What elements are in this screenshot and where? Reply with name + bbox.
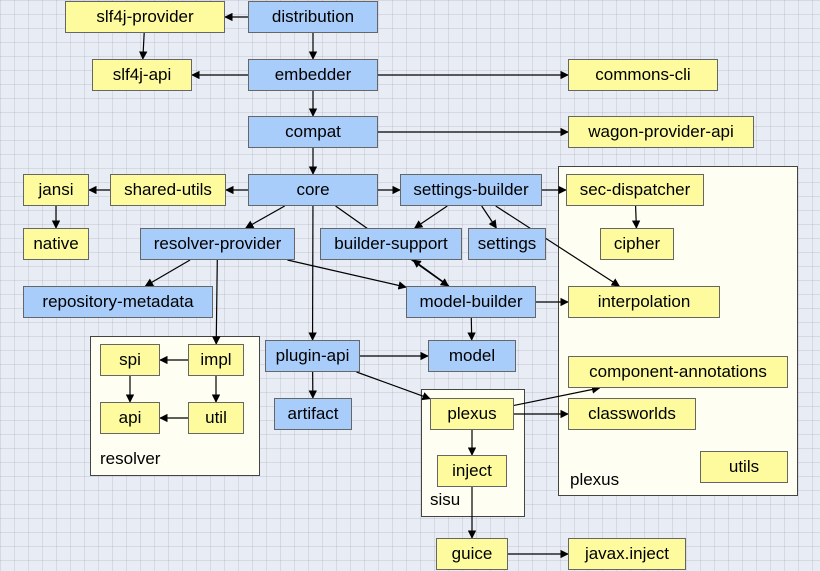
edge-settings_builder-to-builder_support — [414, 205, 448, 229]
node-util[interactable]: util — [188, 402, 244, 434]
node-model-builder[interactable]: model-builder — [406, 286, 536, 318]
node-sec-dispatcher[interactable]: sec-dispatcher — [566, 174, 704, 206]
node-wagon-provider-api[interactable]: wagon-provider-api — [568, 116, 754, 148]
node-plugin-api[interactable]: plugin-api — [265, 340, 360, 372]
node-classworlds[interactable]: classworlds — [568, 398, 696, 430]
node-utils[interactable]: utils — [700, 451, 788, 483]
node-impl[interactable]: impl — [188, 344, 244, 376]
node-commons-cli[interactable]: commons-cli — [568, 59, 718, 91]
node-repository-metadata[interactable]: repository-metadata — [23, 286, 213, 318]
group-plexus: plexus — [558, 166, 798, 496]
node-plexus[interactable]: plexus — [430, 398, 514, 430]
node-embedder[interactable]: embedder — [248, 59, 378, 91]
edge-resolver_provider-to-repository_metadata — [144, 259, 191, 287]
node-native[interactable]: native — [23, 228, 89, 260]
edge-plugin_api-to-plexus_node — [356, 371, 431, 401]
node-shared-utils[interactable]: shared-utils — [110, 174, 226, 206]
node-inject[interactable]: inject — [437, 455, 507, 487]
node-model[interactable]: model — [428, 340, 516, 372]
node-javax-inject[interactable]: javax.inject — [568, 538, 686, 570]
node-slf4j-provider[interactable]: slf4j-provider — [65, 1, 225, 33]
node-cipher[interactable]: cipher — [600, 228, 674, 260]
node-compat[interactable]: compat — [248, 116, 378, 148]
edge-settings_builder-to-settings — [481, 205, 497, 229]
edge-slf4j_provider-to-slf4j_api — [139, 32, 148, 60]
edge-model_builder-to-builder_support — [412, 259, 450, 287]
edge-resolver_provider-to-model_builder — [287, 259, 407, 290]
node-artifact[interactable]: artifact — [274, 398, 352, 430]
node-jansi[interactable]: jansi — [23, 174, 89, 206]
node-slf4j-api[interactable]: slf4j-api — [92, 59, 192, 91]
node-spi[interactable]: spi — [100, 344, 160, 376]
node-guice[interactable]: guice — [436, 538, 508, 570]
node-settings[interactable]: settings — [468, 228, 546, 260]
node-resolver-provider[interactable]: resolver-provider — [140, 228, 295, 260]
node-distribution[interactable]: distribution — [248, 1, 378, 33]
node-builder-support[interactable]: builder-support — [320, 228, 462, 260]
node-component-annotations[interactable]: component-annotations — [568, 356, 788, 388]
edge-core-to-resolver_provider — [245, 205, 285, 229]
group-plexus-label: plexus — [570, 470, 620, 489]
node-api[interactable]: api — [100, 402, 160, 434]
node-core[interactable]: core — [248, 174, 378, 206]
node-interpolation[interactable]: interpolation — [568, 286, 720, 318]
group-sisu-label: sisu — [430, 490, 461, 509]
group-resolver-label: resolver — [100, 449, 161, 468]
edge-resolver_provider-to-impl — [212, 259, 221, 345]
node-settings-builder[interactable]: settings-builder — [400, 174, 542, 206]
